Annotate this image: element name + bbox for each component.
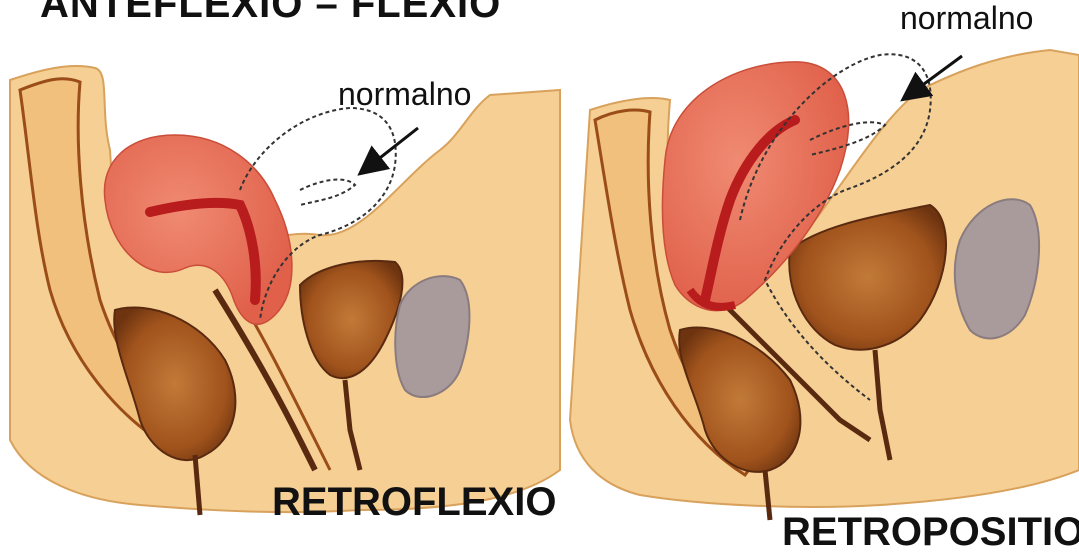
left-panel-illustration [10, 66, 560, 515]
left-normal-label: normalno [338, 76, 471, 113]
right-panel-illustration [570, 50, 1079, 520]
left-caption: RETROFLEXIO [272, 480, 556, 525]
illustration-canvas [0, 0, 1079, 534]
right-caption: RETROPOSITIO [782, 510, 1079, 555]
left-arrow [362, 128, 418, 172]
right-normal-label: normalno [900, 0, 1033, 37]
anatomy-diagram: ANTEFLEXIO – FLEXIO [0, 0, 1079, 534]
